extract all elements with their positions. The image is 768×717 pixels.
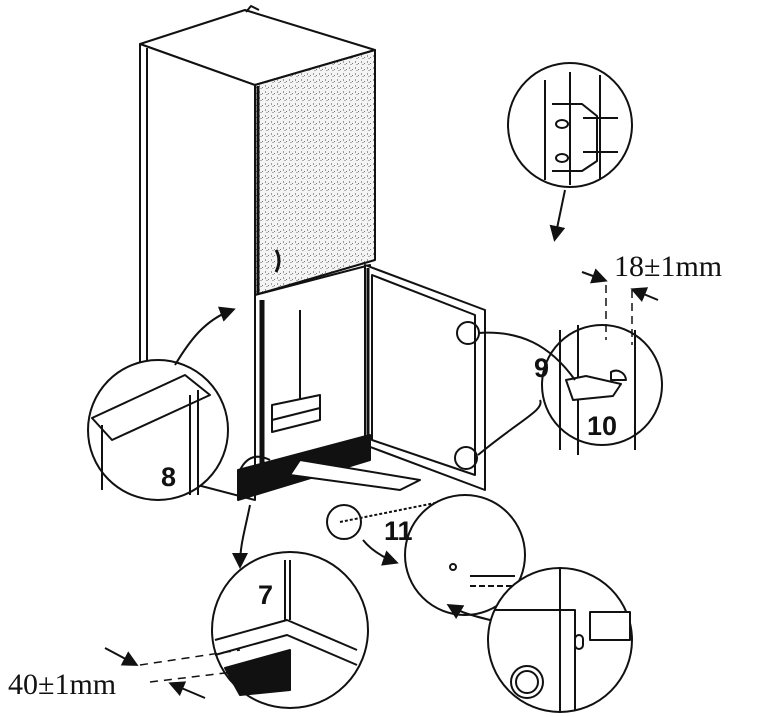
callout-7: 7 xyxy=(258,580,274,610)
detail-marker-11 xyxy=(326,504,362,540)
callout-10: 10 xyxy=(587,411,618,441)
detail-circle-11 xyxy=(362,494,526,616)
callout-11: 11 xyxy=(384,516,413,546)
lower-compartment xyxy=(254,264,371,481)
callout-9: 9 xyxy=(534,353,550,383)
detail-circle-hinge-9-10 xyxy=(477,324,663,456)
detail-circle-8 xyxy=(87,306,236,501)
detail-circle-hinge-top xyxy=(507,62,633,242)
upper-door-panel xyxy=(254,49,376,296)
dimension-18mm xyxy=(581,268,659,345)
open-door xyxy=(364,264,486,491)
dimension-label-18mm: 18±1mm xyxy=(614,250,723,283)
dimension-label-40mm: 40±1mm xyxy=(8,668,117,701)
detail-circle-7 xyxy=(211,504,369,709)
callout-8: 8 xyxy=(161,462,177,492)
plinth xyxy=(237,434,421,501)
dimension-40mm xyxy=(104,647,251,699)
detail-circle-bottom-hinge xyxy=(446,567,633,713)
